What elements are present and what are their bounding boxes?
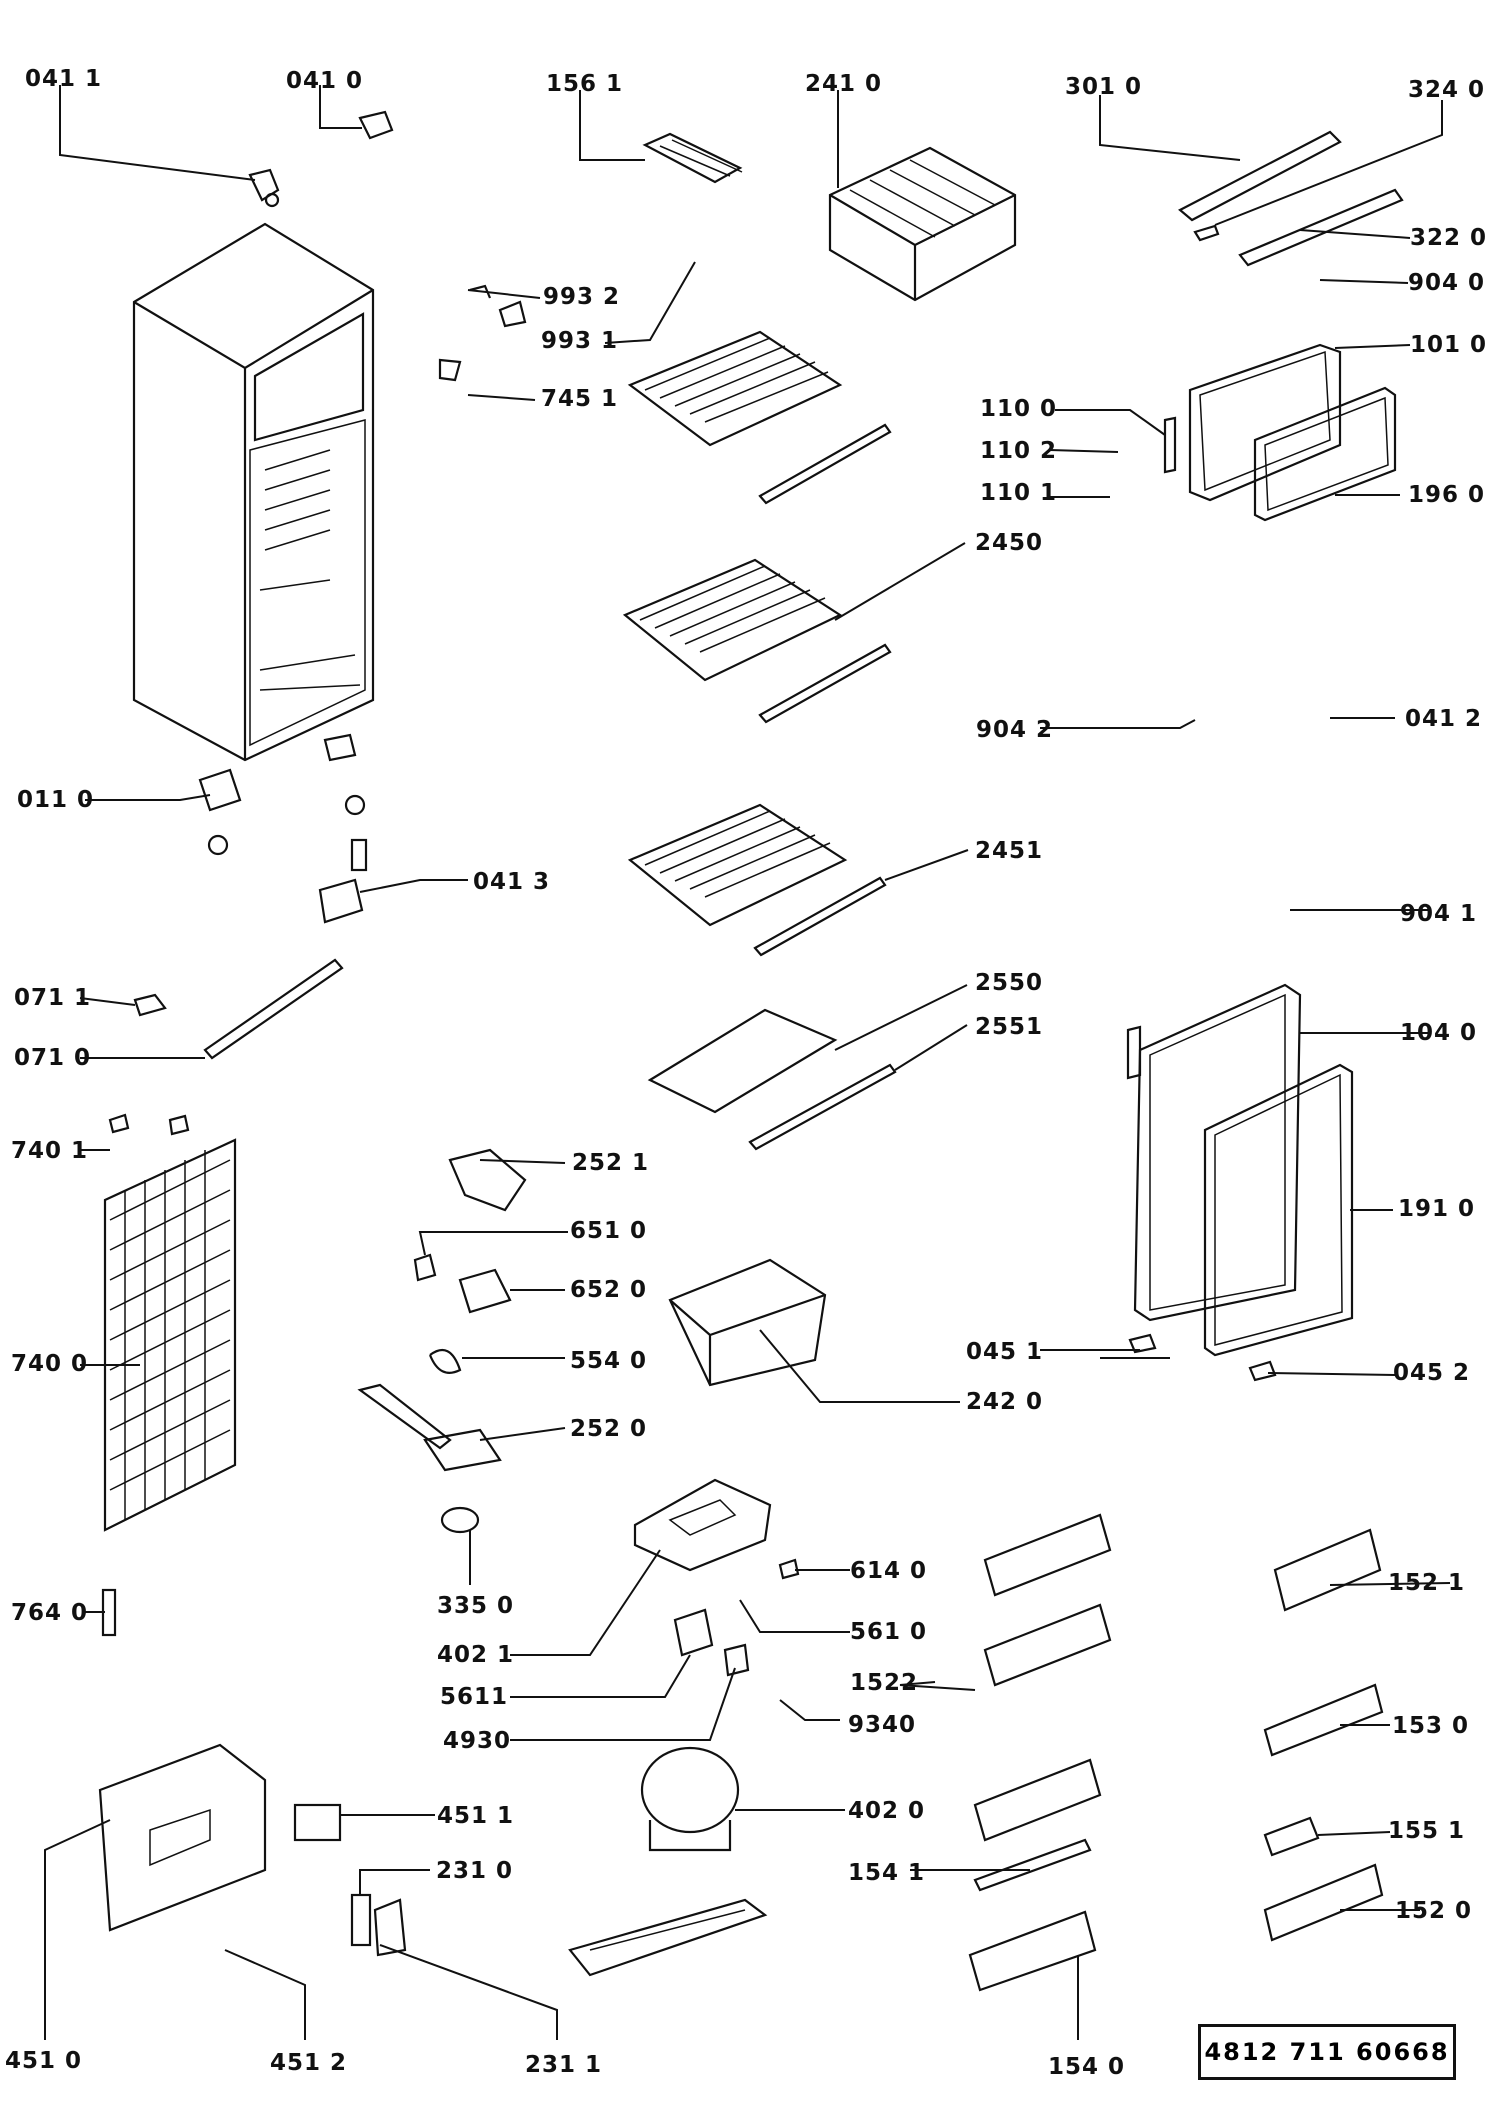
label-045-2: 045 2 bbox=[1393, 1360, 1471, 1386]
glass-shelf bbox=[647, 1008, 897, 1151]
label-041-0: 041 0 bbox=[286, 68, 364, 94]
door-bins bbox=[968, 1513, 1384, 1992]
label-402-1: 402 1 bbox=[437, 1642, 515, 1668]
label-154-1: 154 1 bbox=[848, 1860, 926, 1886]
label-652-0: 652 0 bbox=[570, 1277, 648, 1303]
label-041-2: 041 2 bbox=[1405, 706, 1483, 732]
label-402-0: 402 0 bbox=[848, 1798, 926, 1824]
label-5611: 5611 bbox=[440, 1684, 509, 1710]
label-153-0: 153 0 bbox=[1392, 1713, 1470, 1739]
fridge-door bbox=[1126, 983, 1354, 1382]
thermostat-parts bbox=[357, 1148, 527, 1534]
top-cover-parts bbox=[1178, 130, 1404, 267]
leader-lines bbox=[44, 85, 1451, 2040]
refrigerator-cabinet bbox=[132, 222, 375, 762]
label-231-0: 231 0 bbox=[436, 1858, 514, 1884]
label-614-0: 614 0 bbox=[850, 1558, 928, 1584]
label-335-0: 335 0 bbox=[437, 1593, 515, 1619]
freezer-grid-shelf bbox=[828, 146, 1017, 302]
label-252-1: 252 1 bbox=[572, 1150, 650, 1176]
label-451-2: 451 2 bbox=[270, 2050, 348, 2076]
label-152-1: 152 1 bbox=[1388, 1570, 1466, 1596]
label-155-1: 155 1 bbox=[1388, 1818, 1466, 1844]
label-301-0: 301 0 bbox=[1065, 74, 1143, 100]
label-110-2: 110 2 bbox=[980, 438, 1058, 464]
label-740-0: 740 0 bbox=[11, 1351, 89, 1377]
compressor bbox=[568, 1746, 768, 1977]
label-2551: 2551 bbox=[975, 1014, 1044, 1040]
label-9340: 9340 bbox=[848, 1712, 917, 1738]
label-071-1: 071 1 bbox=[14, 985, 92, 1011]
label-196-0: 196 0 bbox=[1408, 482, 1486, 508]
label-110-1: 110 1 bbox=[980, 480, 1058, 506]
label-904-1: 904 1 bbox=[1400, 901, 1478, 927]
label-2550: 2550 bbox=[975, 970, 1044, 996]
label-561-0: 561 0 bbox=[850, 1619, 928, 1645]
crisper-drawer bbox=[668, 1258, 827, 1387]
back-panel bbox=[98, 1743, 407, 1957]
label-993-1: 993 1 bbox=[541, 328, 619, 354]
label-904-0: 904 0 bbox=[1408, 270, 1486, 296]
label-242-0: 242 0 bbox=[966, 1389, 1044, 1415]
label-1522: 1522 bbox=[850, 1670, 919, 1696]
label-045-1: 045 1 bbox=[966, 1339, 1044, 1365]
top-hinge-parts bbox=[248, 110, 527, 382]
label-651-0: 651 0 bbox=[570, 1218, 648, 1244]
document-number-box: 4812 711 60668 bbox=[1198, 2024, 1456, 2080]
label-2450: 2450 bbox=[975, 530, 1044, 556]
wire-shelf-lower bbox=[627, 803, 887, 957]
label-4930: 4930 bbox=[443, 1728, 512, 1754]
label-104-0: 104 0 bbox=[1400, 1020, 1478, 1046]
label-011-0: 011 0 bbox=[17, 787, 95, 813]
condenser-coil bbox=[101, 1113, 237, 1637]
document-number: 4812 711 60668 bbox=[1204, 2038, 1450, 2066]
label-071-0: 071 0 bbox=[14, 1045, 92, 1071]
label-740-1: 740 1 bbox=[11, 1138, 89, 1164]
label-154-0: 154 0 bbox=[1048, 2054, 1126, 2080]
label-252-0: 252 0 bbox=[570, 1416, 648, 1442]
control-housing bbox=[633, 1478, 800, 1677]
label-041-3: 041 3 bbox=[473, 869, 551, 895]
label-231-1: 231 1 bbox=[525, 2052, 603, 2078]
label-764-0: 764 0 bbox=[11, 1600, 89, 1626]
label-041-1: 041 1 bbox=[25, 66, 103, 92]
label-156-1: 156 1 bbox=[546, 71, 624, 97]
freezer-door bbox=[1163, 343, 1397, 522]
label-324-0: 324 0 bbox=[1408, 77, 1486, 103]
label-152-0: 152 0 bbox=[1395, 1898, 1473, 1924]
label-110-0: 110 0 bbox=[980, 396, 1058, 422]
ice-tray bbox=[642, 132, 743, 184]
label-745-1: 745 1 bbox=[541, 386, 619, 412]
wire-shelf-upper bbox=[627, 330, 892, 505]
wire-shelf-middle bbox=[622, 558, 892, 724]
label-2451: 2451 bbox=[975, 838, 1044, 864]
label-241-0: 241 0 bbox=[805, 71, 883, 97]
label-554-0: 554 0 bbox=[570, 1348, 648, 1374]
label-993-2: 993 2 bbox=[543, 284, 621, 310]
label-904-2: 904 2 bbox=[976, 717, 1054, 743]
label-191-0: 191 0 bbox=[1398, 1196, 1476, 1222]
label-101-0: 101 0 bbox=[1410, 332, 1488, 358]
label-451-1: 451 1 bbox=[437, 1803, 515, 1829]
label-451-0: 451 0 bbox=[5, 2048, 83, 2074]
hinge-and-feet bbox=[133, 733, 368, 1060]
label-322-0: 322 0 bbox=[1410, 225, 1488, 251]
